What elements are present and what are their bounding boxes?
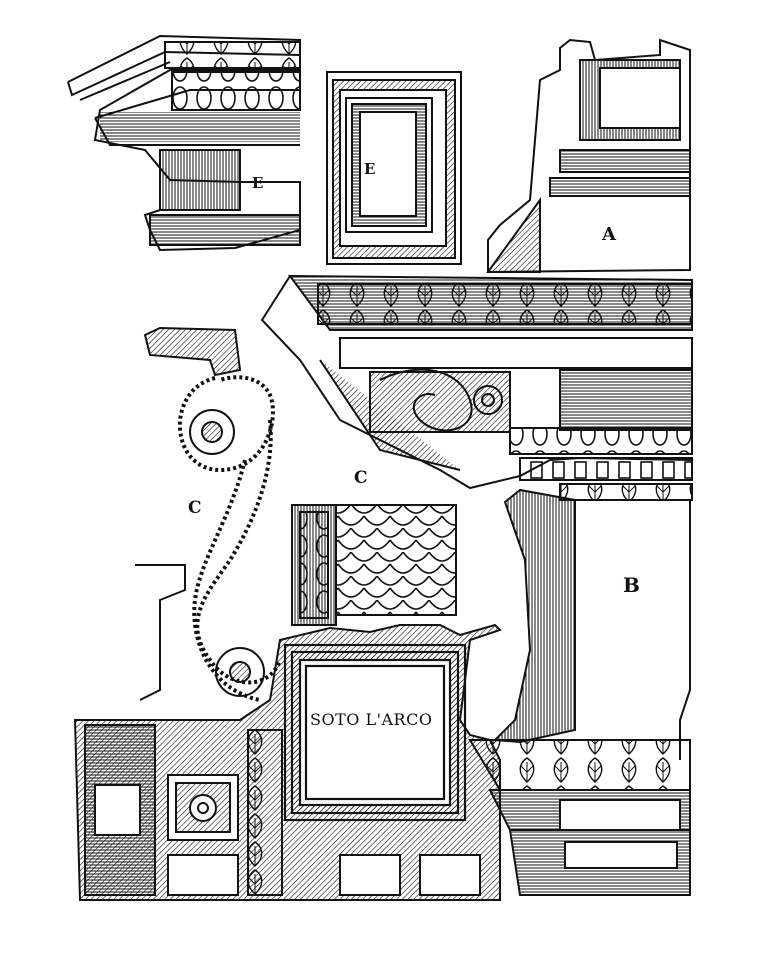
label-c-scroll: C (188, 498, 202, 518)
label-a: A (602, 224, 616, 245)
cornice-profile-e (67, 34, 301, 252)
jamb-b (468, 488, 691, 896)
label-e-cornice: E (252, 174, 264, 192)
corner-profile-a (486, 38, 691, 274)
scale-ornament-c (291, 504, 457, 626)
label-e-panel: E (364, 160, 376, 178)
label-c-scales: C (354, 468, 368, 488)
soffit-frame (283, 643, 467, 822)
entablature-with-bracket (260, 274, 693, 501)
soffit-caption: SOTO L'ARCO (310, 710, 433, 729)
panel-e (326, 71, 462, 265)
label-b: B (623, 573, 640, 597)
scroll-ornament-c (135, 326, 282, 702)
